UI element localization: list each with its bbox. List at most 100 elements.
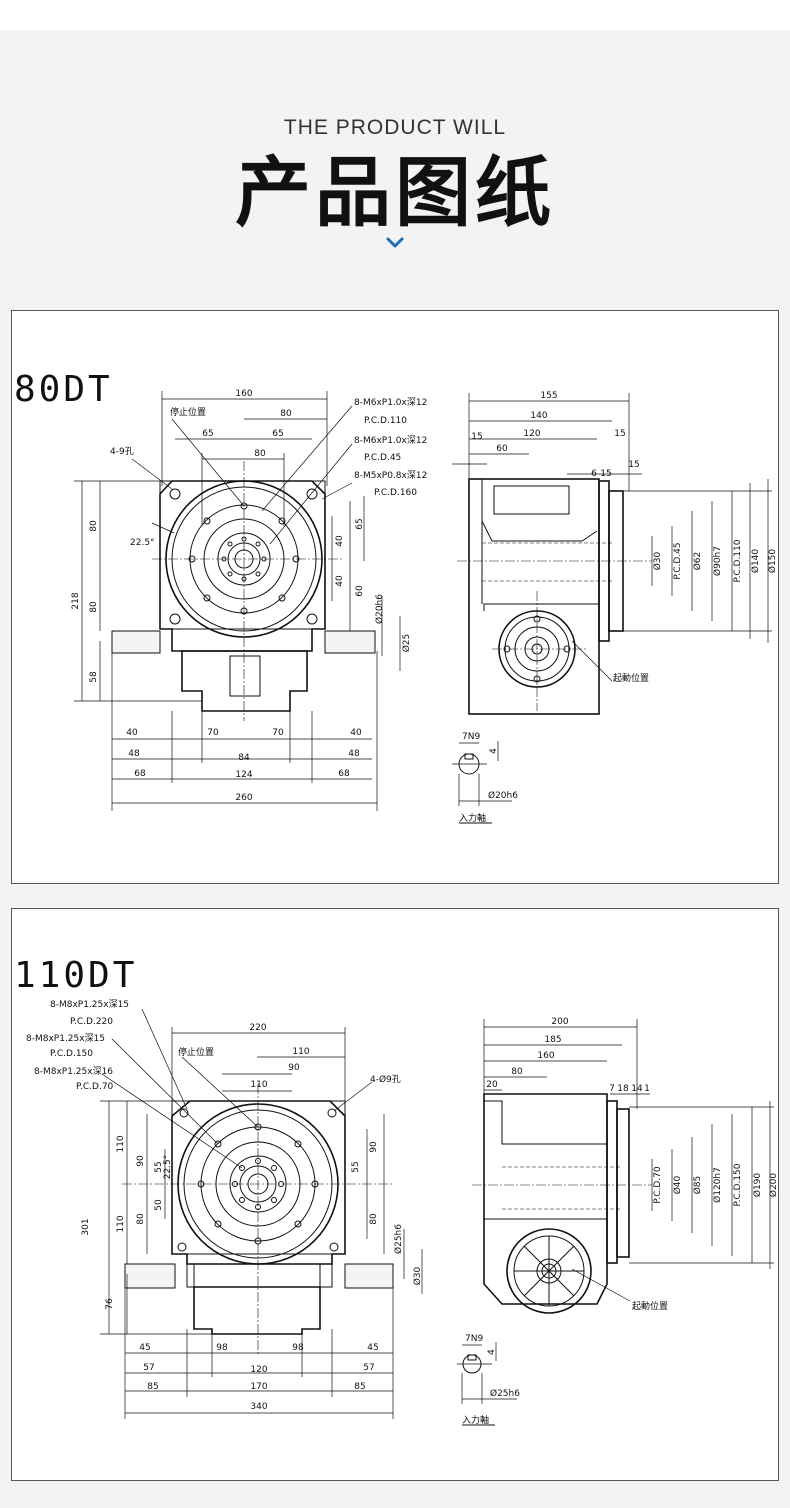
dim-text: 170 bbox=[250, 1382, 267, 1392]
dim-text: 90 bbox=[369, 1141, 379, 1153]
callout-text: P.C.D.110 bbox=[364, 416, 407, 426]
callout-text: P.C.D.220 bbox=[70, 1017, 113, 1027]
dim-text: 85 bbox=[147, 1382, 158, 1392]
model-label: 110DT bbox=[14, 955, 138, 996]
dim-text: 55 bbox=[351, 1161, 361, 1172]
dim-text: P.C.D.70 bbox=[653, 1166, 663, 1204]
dim-text: 7 bbox=[609, 1084, 615, 1094]
annotation-text: 22.5° bbox=[163, 1155, 173, 1180]
front-view bbox=[74, 391, 401, 811]
dim-text: Ø85 bbox=[692, 1176, 703, 1195]
dim-text: 200 bbox=[551, 1017, 568, 1027]
dim-text: 110 bbox=[116, 1215, 126, 1232]
dim-text: P.C.D.150 bbox=[733, 1163, 743, 1206]
annotation-text: 停止位置 bbox=[170, 406, 206, 418]
dim-text: 65 bbox=[272, 429, 283, 439]
dim-text: 80 bbox=[89, 601, 99, 613]
dim-text: 70 bbox=[207, 728, 219, 738]
annotation-text: 4-9孔 bbox=[110, 446, 134, 457]
dim-text: 80 bbox=[369, 1213, 379, 1225]
dim-text: 45 bbox=[139, 1343, 150, 1353]
dim-text: Ø62 bbox=[692, 552, 703, 571]
dim-text: Ø25h6 bbox=[393, 1224, 404, 1254]
dim-text: Ø30 bbox=[652, 551, 663, 570]
dim-text: 90 bbox=[136, 1155, 146, 1167]
dim-text: Ø120h7 bbox=[712, 1167, 723, 1203]
dim-text: 60 bbox=[496, 444, 508, 454]
dim-text: 120 bbox=[523, 429, 540, 439]
callout-text: 8-M6xP1.0x深12 bbox=[354, 435, 427, 446]
dim-text: 68 bbox=[134, 769, 146, 779]
dim-text: 301 bbox=[81, 1218, 91, 1235]
dim-text: 45 bbox=[367, 1343, 378, 1353]
dim-text: 84 bbox=[238, 753, 250, 763]
dim-text: 20 bbox=[486, 1080, 498, 1090]
dim-text: 60 bbox=[355, 585, 365, 597]
side-view bbox=[452, 393, 772, 824]
dim-text: Ø30 bbox=[412, 1266, 423, 1285]
dim-text: 58 bbox=[89, 671, 99, 683]
annotation-text: 入力軸 bbox=[462, 1414, 489, 1426]
dim-text: 1 bbox=[644, 1084, 650, 1094]
technical-drawing-80dt: 160 80 停止位置 65 65 80 4-9孔 22.5° 80 80 21… bbox=[71, 389, 778, 824]
dim-text: 80 bbox=[89, 520, 99, 532]
callout-text: P.C.D.160 bbox=[374, 488, 417, 498]
annotation-text: 起動位置 bbox=[632, 1300, 668, 1312]
annotation-text: 22.5° bbox=[130, 538, 155, 548]
section-subtitle: THE PRODUCT WILL bbox=[283, 116, 507, 139]
dim-text: 98 bbox=[216, 1343, 228, 1353]
dim-text: 140 bbox=[530, 411, 547, 421]
front-view bbox=[100, 1008, 423, 1419]
dim-text: 218 bbox=[71, 592, 81, 609]
dim-text: 15 bbox=[600, 469, 611, 479]
dim-text: Ø40 bbox=[672, 1175, 683, 1194]
dim-text: 40 bbox=[335, 575, 345, 587]
dim-text: 85 bbox=[354, 1382, 365, 1392]
dim-text: Ø200 bbox=[768, 1173, 778, 1198]
section-header: THE PRODUCT WILL 产品图纸 bbox=[0, 30, 790, 310]
dim-text: Ø25 bbox=[401, 634, 412, 653]
dim-text: 110 bbox=[250, 1080, 267, 1090]
dim-text: 110 bbox=[292, 1047, 309, 1057]
top-strip bbox=[0, 0, 790, 30]
dim-text: 80 bbox=[280, 409, 292, 419]
dim-text: 40 bbox=[335, 535, 345, 547]
section-title: 产品图纸 bbox=[235, 148, 555, 237]
dim-text: 15 bbox=[628, 460, 639, 470]
dim-text: Ø20h6 bbox=[374, 594, 385, 624]
dim-text: 40 bbox=[350, 728, 362, 738]
callout-text: 8-M6xP1.0x深12 bbox=[354, 397, 427, 408]
dim-text: 155 bbox=[540, 391, 557, 401]
dim-text: 124 bbox=[235, 770, 252, 780]
dim-text: 220 bbox=[249, 1023, 266, 1033]
callout-text: 8-M8xP1.25x深15 bbox=[50, 999, 129, 1010]
dim-text: Ø140 bbox=[750, 549, 761, 574]
dim-text: 15 bbox=[471, 432, 482, 442]
dim-text: 50 bbox=[154, 1199, 164, 1211]
dim-text: 7N9 bbox=[462, 732, 480, 742]
dim-text: 185 bbox=[544, 1035, 561, 1045]
dim-text: 80 bbox=[136, 1213, 146, 1225]
dim-text: 15 bbox=[614, 429, 625, 439]
annotation-text: 起動位置 bbox=[613, 672, 649, 684]
technical-drawing-110dt: 8-M8xP1.25x深15 P.C.D.220 8-M8xP1.25x深15 … bbox=[26, 999, 778, 1426]
dim-text: 120 bbox=[250, 1365, 267, 1375]
callout-text: 8-M5xP0.8x深12 bbox=[354, 470, 427, 481]
dim-text: 48 bbox=[348, 749, 360, 759]
dim-text: 57 bbox=[143, 1363, 154, 1373]
dim-text: 40 bbox=[126, 728, 138, 738]
dim-text: 160 bbox=[235, 389, 252, 399]
dim-text: 70 bbox=[272, 728, 284, 738]
dim-text: 90 bbox=[288, 1063, 300, 1073]
dim-text: P.C.D.45 bbox=[673, 542, 683, 579]
dim-text: 80 bbox=[254, 449, 266, 459]
annotation-text: 4-Ø9孔 bbox=[370, 1074, 401, 1085]
dim-text: 65 bbox=[202, 429, 213, 439]
side-view bbox=[457, 1019, 774, 1426]
dim-text: 98 bbox=[292, 1343, 304, 1353]
dim-text: 260 bbox=[235, 793, 252, 803]
dim-text: 68 bbox=[338, 769, 350, 779]
callout-text: 8-M8xP1.25x深15 bbox=[26, 1033, 105, 1044]
dim-text: Ø150 bbox=[767, 549, 778, 574]
annotation-text: 入力軸 bbox=[459, 812, 486, 824]
